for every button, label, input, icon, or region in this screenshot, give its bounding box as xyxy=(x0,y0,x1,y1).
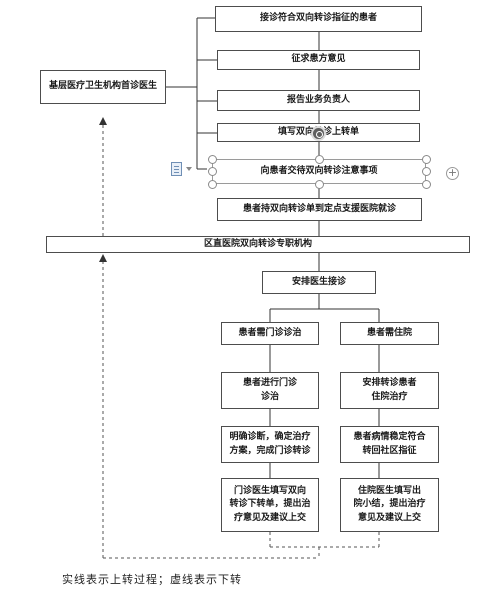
add-shape-button[interactable]: + xyxy=(446,167,459,180)
resize-handle[interactable] xyxy=(315,180,324,189)
flow-step-label: 明确诊断，确定治疗 方案，完成门诊转诊 xyxy=(229,432,311,456)
flow-step-inpatient-needed: 患者需住院 xyxy=(340,322,439,345)
flow-step-district-hospital: 区直医院双向转诊专职机构 xyxy=(46,236,470,253)
flow-step-diagnosis-plan: 明确诊断，确定治疗 方案，完成门诊转诊 xyxy=(221,426,319,463)
flow-step-label: 基层医疗卫生机构首诊医生 xyxy=(48,81,157,92)
flow-step-seek-consent: 征求患方意见 xyxy=(217,50,420,70)
flow-step-visit-hospital: 患者持双向转诊单到定点支援医院就诊 xyxy=(217,198,422,221)
flow-step-label: 区直医院双向转诊专职机构 xyxy=(203,238,312,249)
flow-step-primary-care-doctor: 基层医疗卫生机构首诊医生 xyxy=(40,70,166,104)
resize-handle[interactable] xyxy=(208,167,217,176)
flow-step-outpatient-treatment: 患者进行门诊 诊治 xyxy=(221,372,319,409)
flow-step-outpatient-downward-form: 门诊医生填写双向 转诊下转单，提出治 疗意见及建议上交 xyxy=(221,478,319,532)
flow-step-label: 患者持双向转诊单到定点支援医院就诊 xyxy=(242,203,396,214)
flow-step-label: 报告业务负责人 xyxy=(286,94,350,105)
rotate-handle-icon[interactable] xyxy=(311,126,326,141)
resize-handle[interactable] xyxy=(208,155,217,164)
flow-step-label: 患者病情稳定符合 转回社区指征 xyxy=(353,432,426,456)
flow-step-condition-stable: 患者病情稳定符合 转回社区指征 xyxy=(340,426,439,463)
resize-handle[interactable] xyxy=(208,180,217,189)
plus-icon: + xyxy=(447,166,458,179)
resize-handle[interactable] xyxy=(422,155,431,164)
flow-step-label: 患者进行门诊 诊治 xyxy=(242,378,297,402)
flow-step-arrange-admission: 安排转诊患者 住院治疗 xyxy=(340,372,439,409)
flow-step-label: 门诊医生填写双向 转诊下转单，提出治 疗意见及建议上交 xyxy=(229,486,311,523)
legend-caption: 实线表示上转过程；虚线表示下转 xyxy=(62,573,242,586)
flow-step-label: 住院医生填写出 院小结，提出治疗 意见及建议上交 xyxy=(353,486,426,523)
flow-step-label: 征求患方意见 xyxy=(291,54,346,65)
flow-step-label: 患者需门诊诊治 xyxy=(238,327,302,338)
flow-step-label: 患者需住院 xyxy=(366,327,412,338)
flow-step-discharge-summary: 住院医生填写出 院小结，提出治疗 意见及建议上交 xyxy=(340,478,439,532)
flow-step-report: 报告业务负责人 xyxy=(217,90,420,111)
flow-step-accept-patient: 接诊符合双向转诊指征的患者 xyxy=(215,6,422,32)
resize-handle[interactable] xyxy=(315,155,324,164)
resize-handle[interactable] xyxy=(422,180,431,189)
chevron-down-icon[interactable] xyxy=(186,167,192,171)
resize-handle[interactable] xyxy=(422,167,431,176)
flow-step-label: 向患者交待双向转诊注意事项 xyxy=(260,165,378,176)
flow-step-outpatient-needed: 患者需门诊诊治 xyxy=(221,322,319,345)
flow-step-label: 安排转诊患者 住院治疗 xyxy=(362,378,417,402)
flow-step-assign-doctor: 安排医生接诊 xyxy=(262,271,376,294)
flow-step-label: 安排医生接诊 xyxy=(291,276,346,287)
layout-options-icon[interactable] xyxy=(171,162,182,176)
flow-step-label: 接诊符合双向转诊指征的患者 xyxy=(259,13,377,24)
